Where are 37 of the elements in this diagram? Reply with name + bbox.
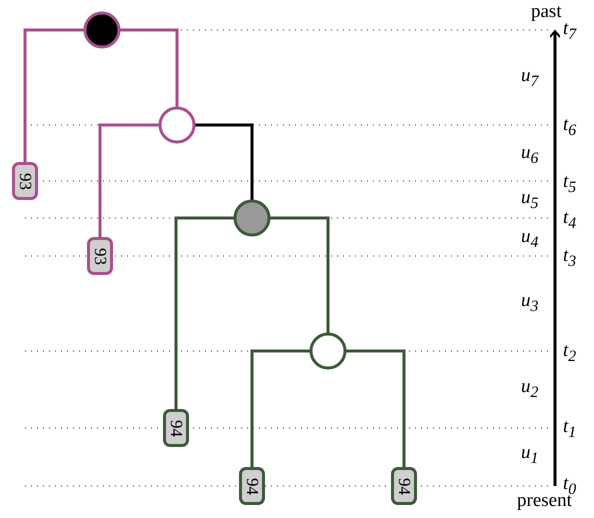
time-label: u$_{6}$ — [521, 143, 538, 167]
leaf-box — [12, 162, 38, 200]
time-label: u$_{4}$ — [521, 227, 538, 251]
tree-branch-line — [250, 350, 311, 467]
time-label: u$_{2}$ — [521, 377, 538, 401]
time-label: t$_{5}$ — [563, 172, 576, 196]
leaf-label: 93 — [92, 248, 108, 264]
time-label: t$_{1}$ — [563, 417, 576, 441]
leaf-label: 94 — [396, 478, 412, 494]
tree-branch-line — [98, 124, 160, 237]
time-label: u$_{3}$ — [521, 291, 538, 315]
leaf-box — [391, 467, 417, 505]
leaf-box — [163, 409, 189, 447]
leaf-label: 93 — [16, 172, 34, 190]
tree-branch-line — [24, 28, 85, 162]
ancestor-circle — [234, 200, 270, 236]
time-label: u$_{7}$ — [521, 66, 538, 90]
tree-branch-line — [119, 28, 178, 108]
ancestor-circle — [310, 332, 346, 370]
time-label: t$_{2}$ — [563, 341, 576, 365]
time-label: t$_{4}$ — [563, 208, 576, 232]
time-label: t$_{3}$ — [563, 246, 576, 270]
leaf-box — [87, 237, 113, 275]
ancestor-circle — [158, 106, 196, 144]
leaf-box — [239, 467, 265, 505]
leaf-label: 94 — [168, 420, 184, 436]
time-label: t$_{6}$ — [563, 115, 576, 139]
tree-branch-line — [269, 216, 330, 334]
leaf-label: 94 — [244, 478, 260, 494]
ancestor-circle — [84, 12, 120, 48]
time-label: u$_{1}$ — [521, 443, 538, 467]
tree-branch-line — [174, 216, 235, 409]
time-label: t$_{7}$ — [563, 19, 576, 43]
time-label: u$_{5}$ — [521, 188, 538, 212]
tree-branch-line — [194, 124, 254, 201]
tree-branch-line — [345, 350, 406, 467]
axis-end-label: past — [531, 2, 562, 21]
